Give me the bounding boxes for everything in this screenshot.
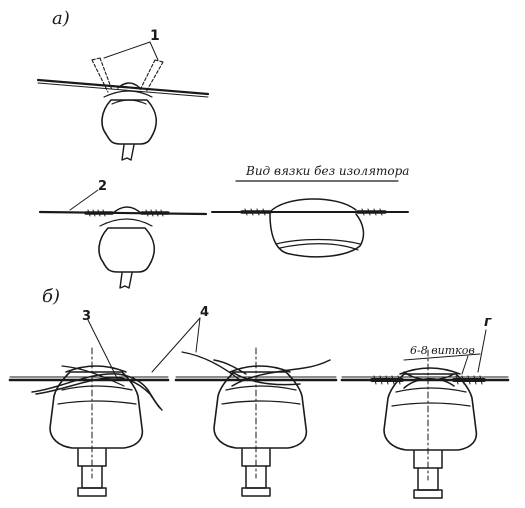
callout-3: 3 xyxy=(82,309,91,324)
callout-2: 2 xyxy=(98,179,107,194)
figure-a2-finished-tie xyxy=(38,189,208,289)
callout-1: 1 xyxy=(150,28,160,44)
figure-b2-insulator-crossing xyxy=(174,347,338,497)
figure-a3-tie-without-insulator xyxy=(211,198,409,258)
label-turns-count: 6-8 витков xyxy=(410,344,475,357)
callout-4: 4 xyxy=(200,305,209,320)
figure-b3-insulator-finished xyxy=(340,329,510,499)
figure-b1-insulator-start xyxy=(8,317,201,497)
figure-a1-insulator-with-tie xyxy=(36,41,210,161)
caption-tie-without-insulator: Вид вязки без изолятора xyxy=(245,164,409,178)
line-wire-a1 xyxy=(36,78,210,96)
label-part-b: б) xyxy=(42,286,60,307)
callout-5: г xyxy=(484,314,492,330)
label-part-a: а) xyxy=(52,8,70,29)
line-wire-a2 xyxy=(38,210,208,216)
